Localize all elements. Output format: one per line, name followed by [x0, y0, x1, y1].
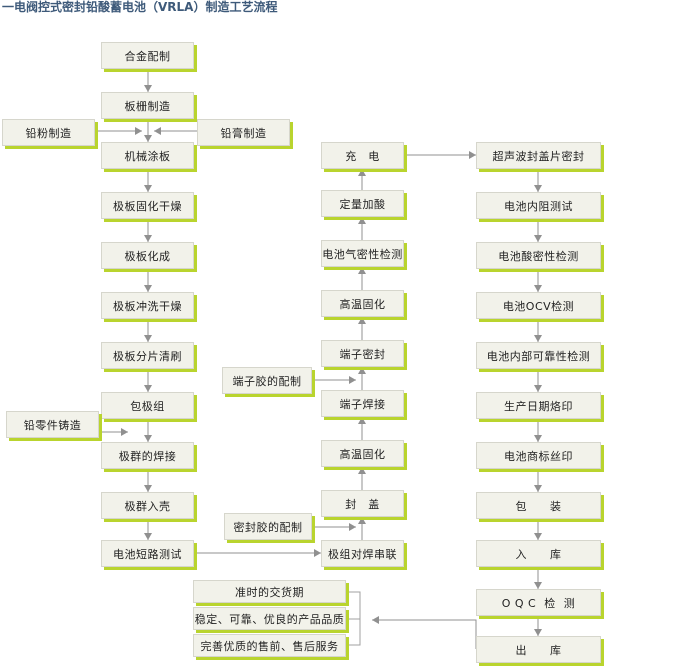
arrow-head [144, 385, 152, 392]
arrow-head [349, 523, 356, 531]
step-acid-seal: 电池酸密性检测 [476, 242, 601, 269]
step-pasting: 机械涂板 [101, 142, 194, 169]
outcome-service: 完善优质的售前、售后服务 [193, 634, 346, 657]
step-lead-powder: 铅粉制造 [2, 119, 95, 146]
arrow-head [144, 185, 152, 192]
arrow-head [154, 127, 161, 135]
step-cut-brush: 极板分片清刷 [101, 342, 194, 369]
arrow-head [534, 235, 542, 242]
arrow-head [372, 616, 379, 624]
arrow-head [534, 185, 542, 192]
step-lead-parts: 铅零件铸造 [6, 411, 99, 438]
arrow-head [358, 417, 366, 424]
arrow-head [358, 267, 366, 274]
arrow-head [144, 533, 152, 540]
step-ocv: 电池OCV检测 [476, 292, 601, 319]
arrow-head [534, 285, 542, 292]
arrow-head [358, 367, 366, 374]
arrow-head [144, 485, 152, 492]
flow-arrow [372, 619, 477, 649]
arrow-head [135, 127, 142, 135]
step-charge: 充 电 [321, 142, 404, 169]
arrow-head [144, 335, 152, 342]
step-air-test: 电池气密性检测 [321, 240, 404, 267]
step-seal-glue: 密封胶的配制 [224, 513, 312, 540]
arrow-head [144, 235, 152, 242]
arrow-head [144, 85, 152, 92]
arrow-head [469, 151, 476, 159]
arrow-head [144, 135, 152, 142]
step-cos-welding: 极群的焊接 [101, 442, 194, 469]
arrow-head [314, 549, 321, 557]
step-lid: 封 盖 [321, 490, 404, 517]
step-short-test: 电池短路测试 [101, 540, 194, 567]
step-oqc: O Q C 检 测 [476, 589, 601, 616]
arrow-head [534, 385, 542, 392]
arrow-head [121, 428, 128, 436]
step-terminal-glue: 端子胶的配制 [222, 367, 312, 394]
step-insertion: 极群入壳 [101, 492, 194, 519]
step-series-weld: 极组对焊串联 [321, 540, 404, 567]
step-lead-paste: 铅膏制造 [197, 119, 290, 146]
step-grid: 板栅制造 [101, 92, 194, 119]
arrow-head [534, 629, 542, 636]
arrow-head [534, 435, 542, 442]
step-date-print: 生产日期烙印 [476, 392, 601, 419]
step-trademark: 电池商标丝印 [476, 442, 601, 469]
arrow-head [358, 169, 366, 176]
step-curing: 极板固化干燥 [101, 192, 194, 219]
arrow-head [144, 285, 152, 292]
step-hightemp-1: 高温固化 [321, 290, 404, 317]
arrow-head [358, 517, 366, 524]
step-reliability: 电池内部可靠性检测 [476, 342, 601, 369]
arrow-head [534, 335, 542, 342]
arrow-head [534, 485, 542, 492]
step-resistance: 电池内阻测试 [476, 192, 601, 219]
step-wrap: 包极组 [101, 392, 194, 419]
step-packing: 包 装 [476, 492, 601, 519]
step-formation: 极板化成 [101, 242, 194, 269]
page-title: 一电阀控式密封铅酸蓄电池（VRLA）制造工艺流程 [2, 0, 278, 14]
step-wash-dry: 极板冲洗干燥 [101, 292, 194, 319]
arrow-head [358, 467, 366, 474]
outcome-quality: 稳定、可靠、优良的产品品质 [193, 607, 346, 630]
arrow-head [144, 435, 152, 442]
outcome-delivery: 准时的交货期 [193, 580, 346, 603]
arrow-head [358, 317, 366, 324]
step-terminal-seal: 端子密封 [321, 340, 404, 367]
step-acid-fill: 定量加酸 [321, 190, 404, 217]
arrow-head [534, 533, 542, 540]
arrow-head [534, 582, 542, 589]
step-shipping: 出 库 [476, 636, 601, 663]
step-alloy: 合金配制 [101, 42, 194, 69]
step-terminal-weld: 端子焊接 [321, 390, 404, 417]
arrow-head [349, 376, 356, 384]
step-hightemp-2: 高温固化 [321, 440, 404, 467]
arrow-head [358, 217, 366, 224]
step-ultrasonic: 超声波封盖片密封 [476, 142, 601, 169]
step-storage: 入 库 [476, 540, 601, 567]
